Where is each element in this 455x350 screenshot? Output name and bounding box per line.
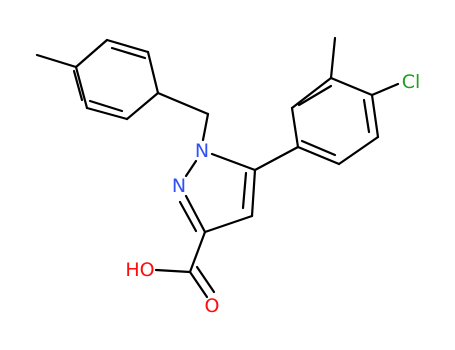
methyl-bond-right xyxy=(329,36,337,80)
atom-n2-label: N xyxy=(172,175,186,197)
ring1-bond-5-inner xyxy=(88,99,124,113)
pyrazole-c3-n2-inner xyxy=(178,200,198,233)
ring1-bond-1 xyxy=(74,38,109,69)
ring2-bond-6 xyxy=(296,145,341,166)
ring2-bond-5 xyxy=(337,135,380,166)
ring1-bond-5 xyxy=(85,106,129,121)
ring2-bond-6-inner xyxy=(300,139,337,157)
ring1-bond-2 xyxy=(105,38,150,54)
pyrazole-c3-n2-bond xyxy=(184,194,207,234)
aryl-link-bond xyxy=(253,145,300,172)
atom-o-label: O xyxy=(205,295,220,317)
ring1-bond-3 xyxy=(146,50,160,95)
ring1-bond-2-inner xyxy=(110,46,147,60)
pyrazole-c5-c4-bond xyxy=(250,168,257,218)
ring1-bond-6 xyxy=(74,65,89,110)
ring2-bond-1 xyxy=(290,106,300,149)
methyl-bond-top xyxy=(35,53,78,69)
carboxyl-o-bond-b xyxy=(195,265,216,294)
pyrazole-c5-c4-inner xyxy=(241,171,248,210)
atom-oh-label: HO xyxy=(125,259,154,281)
pyrazole-n1-c5-bond xyxy=(210,152,257,172)
ring1-bond-4 xyxy=(125,91,160,121)
ring2-bond-3 xyxy=(329,76,374,97)
atom-n1-label: N xyxy=(195,140,209,162)
carboxyl-oh-bond xyxy=(154,268,192,274)
ring2-bond-4 xyxy=(370,93,380,139)
atom-cl-label: Cl xyxy=(402,71,421,93)
chloro-bond xyxy=(370,82,400,97)
bond-layer xyxy=(35,36,400,299)
benzyl-ch2-bond-a xyxy=(156,91,210,116)
ring2-bond-2-inner xyxy=(297,84,333,107)
carboxyl-o-bond-a xyxy=(188,270,209,299)
carboxyl-c-bond xyxy=(188,230,207,274)
ring2-bond-2 xyxy=(290,76,333,110)
pyrazole-c4-c3-bond xyxy=(203,214,254,234)
ring2-bond-4-inner xyxy=(362,98,371,134)
pyrazole-n2-n1-bond xyxy=(184,159,198,178)
benzyl-ch2-bond-b xyxy=(201,112,210,142)
ring1-bond-6-inner xyxy=(72,69,84,102)
